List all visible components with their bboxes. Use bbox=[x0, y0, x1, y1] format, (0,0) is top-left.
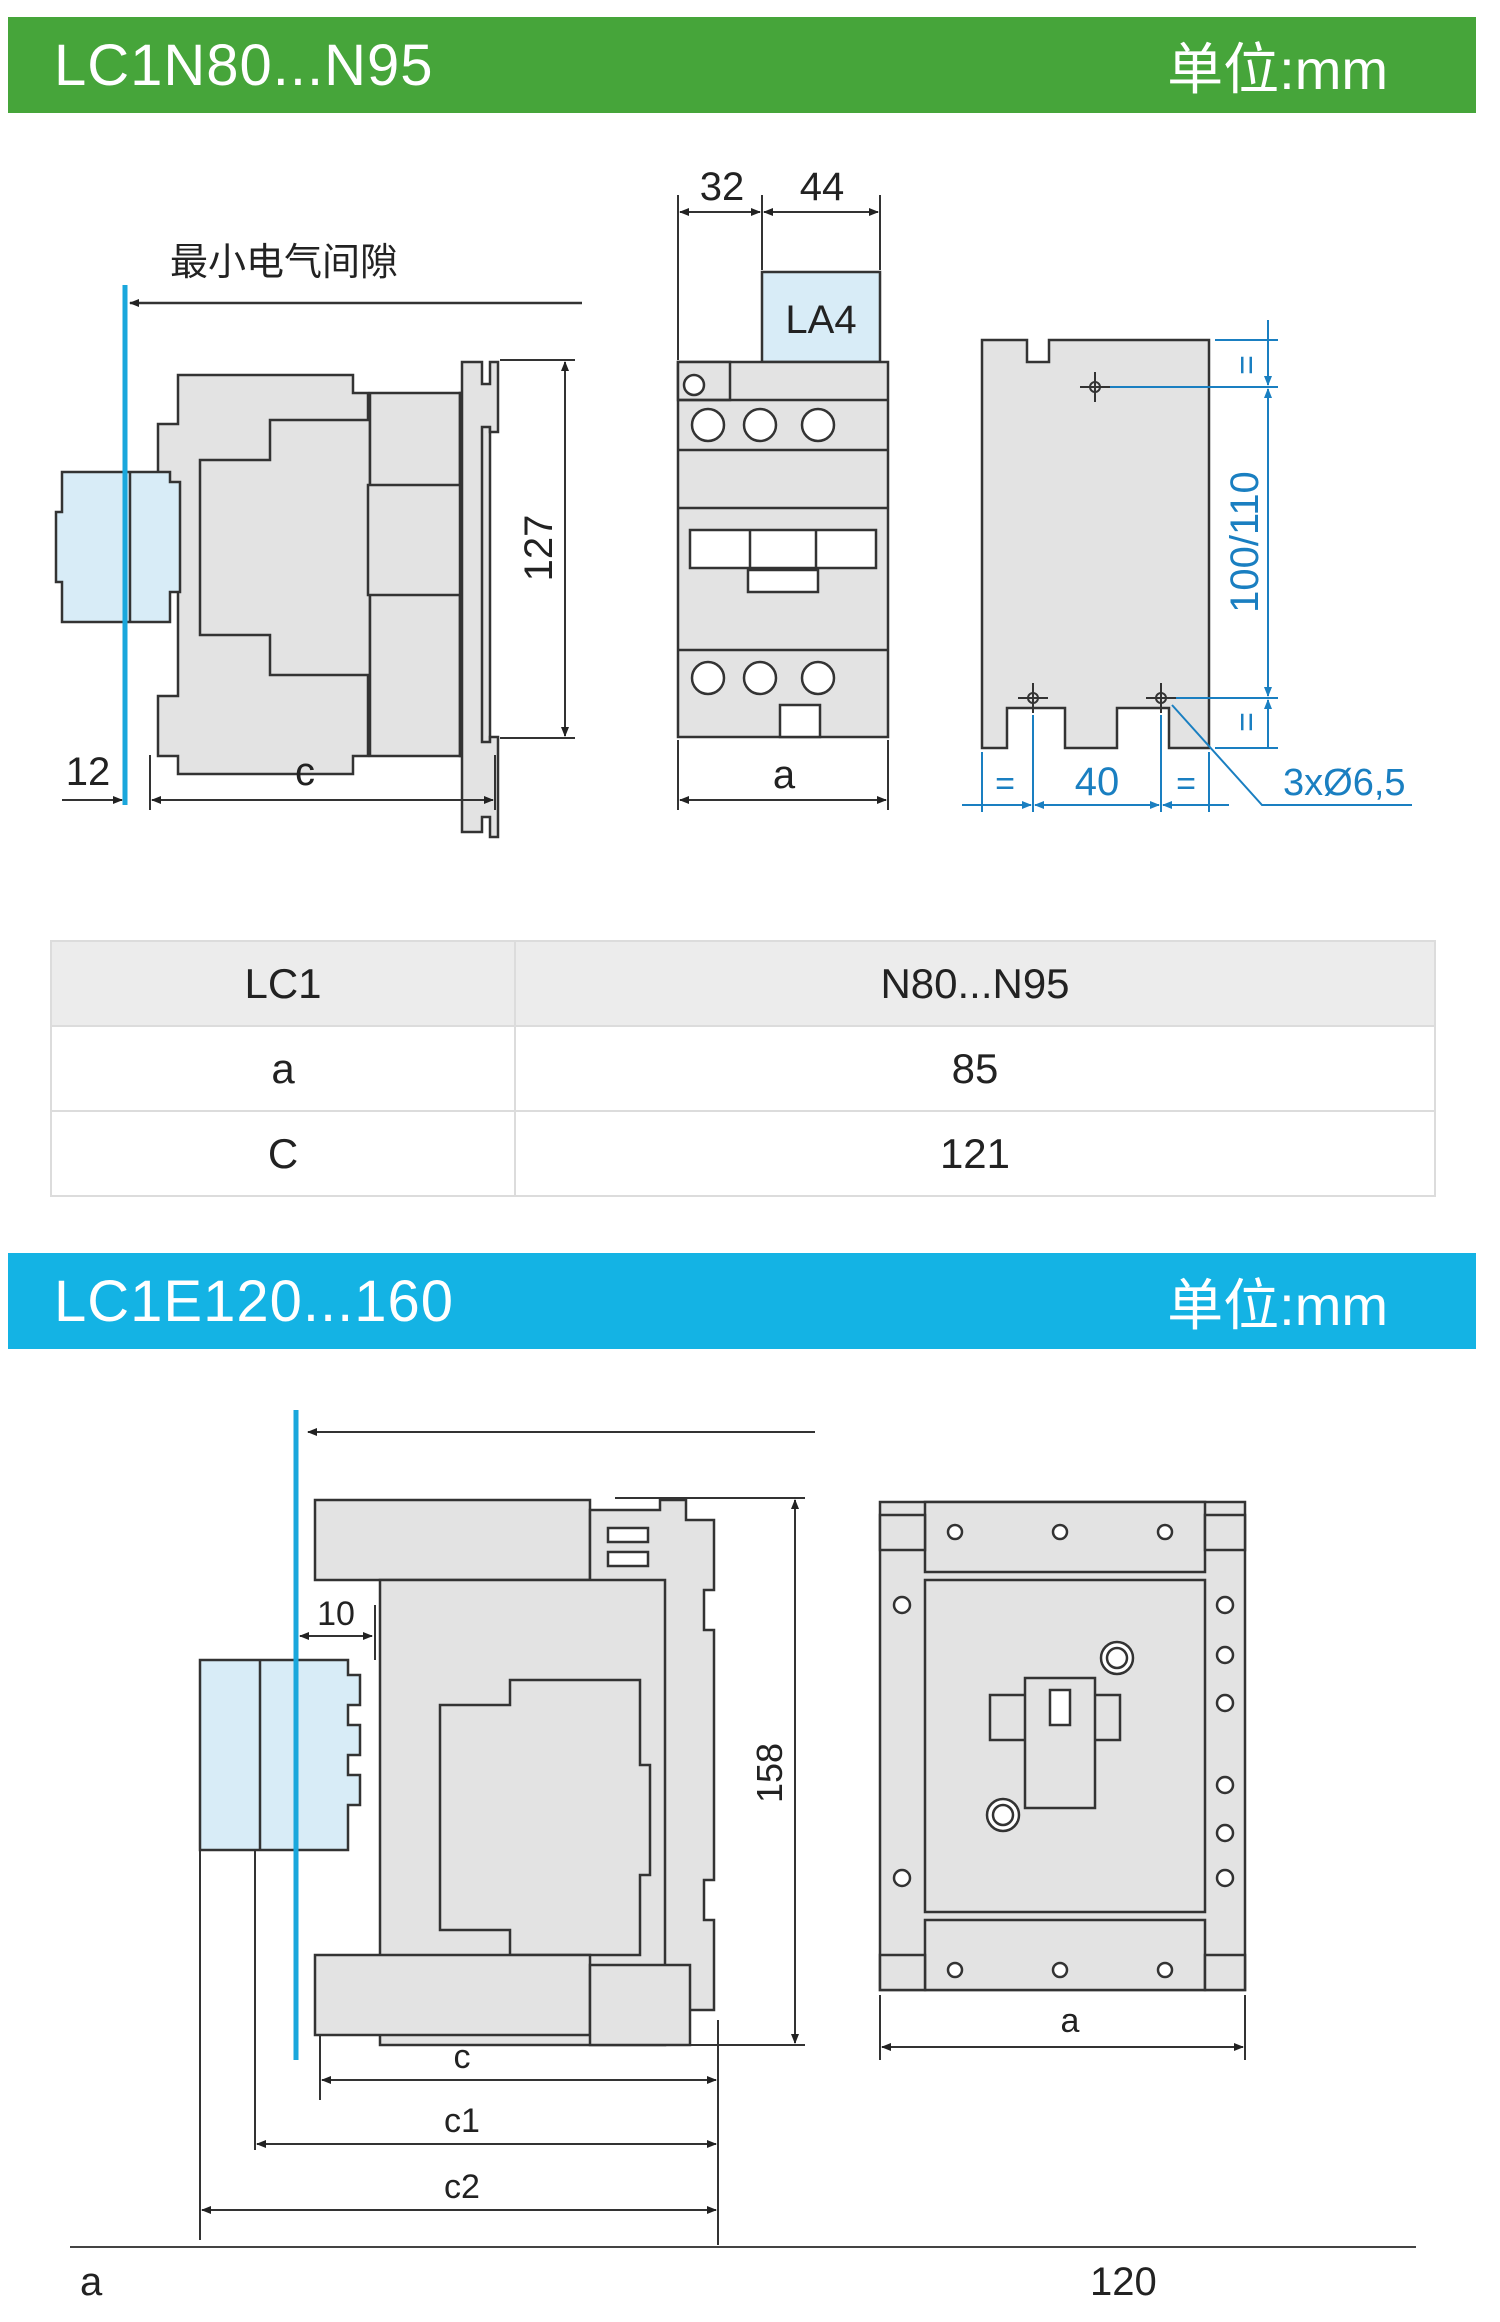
lc1n-dimension-drawing: 最小电气间隙 127 12 c LA4 32 44 bbox=[54, 165, 1412, 839]
dim-c2: c2 bbox=[444, 2168, 480, 2206]
unit-label: 单位:mm bbox=[1167, 1273, 1388, 1337]
dim-100-110: 100/110 bbox=[1223, 471, 1267, 613]
eq-mark-bottom: = bbox=[1228, 712, 1266, 732]
table-cell: a bbox=[50, 1025, 516, 1112]
dim-c: c bbox=[295, 750, 315, 794]
table-cell: 120 bbox=[1090, 2260, 1157, 2304]
mounting-view bbox=[980, 338, 1211, 750]
dim-158: 158 bbox=[749, 1743, 790, 1803]
lc1e-dimension-drawing: 10 158 c c1 c2 bbox=[198, 1410, 1247, 2245]
dim-c: c bbox=[454, 2038, 471, 2076]
section-title: LC1N80...N95 bbox=[54, 32, 434, 98]
table-cell: 85 bbox=[514, 1025, 1436, 1112]
table-header-cell: LC1 bbox=[50, 940, 516, 1027]
dim-a: a bbox=[1061, 2002, 1080, 2040]
spec-table-lc1n: LC1 N80...N95 a 85 C 121 bbox=[50, 940, 1436, 1197]
clearance-label: 最小电气间隙 bbox=[170, 242, 398, 284]
eq-mark-left: = bbox=[995, 765, 1015, 803]
unit-label: 单位:mm bbox=[1167, 37, 1388, 101]
table-cell: a bbox=[80, 2260, 103, 2304]
eq-mark-right: = bbox=[1176, 765, 1196, 803]
table-row: C 121 bbox=[50, 1110, 1436, 1197]
section-header-lc1n: LC1N80...N95 单位:mm bbox=[8, 17, 1476, 113]
dim-32: 32 bbox=[700, 165, 745, 209]
table-cell: 121 bbox=[514, 1110, 1436, 1197]
dim-40: 40 bbox=[1075, 760, 1120, 804]
holes-label: 3xØ6,5 bbox=[1283, 762, 1406, 804]
dim-10: 10 bbox=[317, 1595, 355, 1633]
front-view bbox=[676, 270, 890, 739]
table-header-cell: N80...N95 bbox=[514, 940, 1436, 1027]
dim-12: 12 bbox=[66, 750, 111, 794]
dim-a: a bbox=[773, 753, 796, 797]
section-header-lc1e: LC1E120...160 单位:mm bbox=[8, 1253, 1476, 1349]
la4-label: LA4 bbox=[785, 298, 856, 342]
table-header-row: LC1 N80...N95 bbox=[50, 940, 1436, 1027]
section-title: LC1E120...160 bbox=[54, 1268, 454, 1334]
eq-mark-top: = bbox=[1228, 355, 1266, 375]
front-view bbox=[878, 1500, 1247, 1992]
side-view bbox=[198, 1498, 716, 2047]
dim-44: 44 bbox=[800, 165, 845, 209]
spec-table-lc1e-partial: a 120 bbox=[70, 2246, 1416, 2304]
dim-c1: c1 bbox=[444, 2102, 480, 2140]
dim-127: 127 bbox=[517, 515, 561, 582]
side-view bbox=[54, 299, 582, 839]
table-row: a 85 bbox=[50, 1025, 1436, 1112]
table-cell: C bbox=[50, 1110, 516, 1197]
